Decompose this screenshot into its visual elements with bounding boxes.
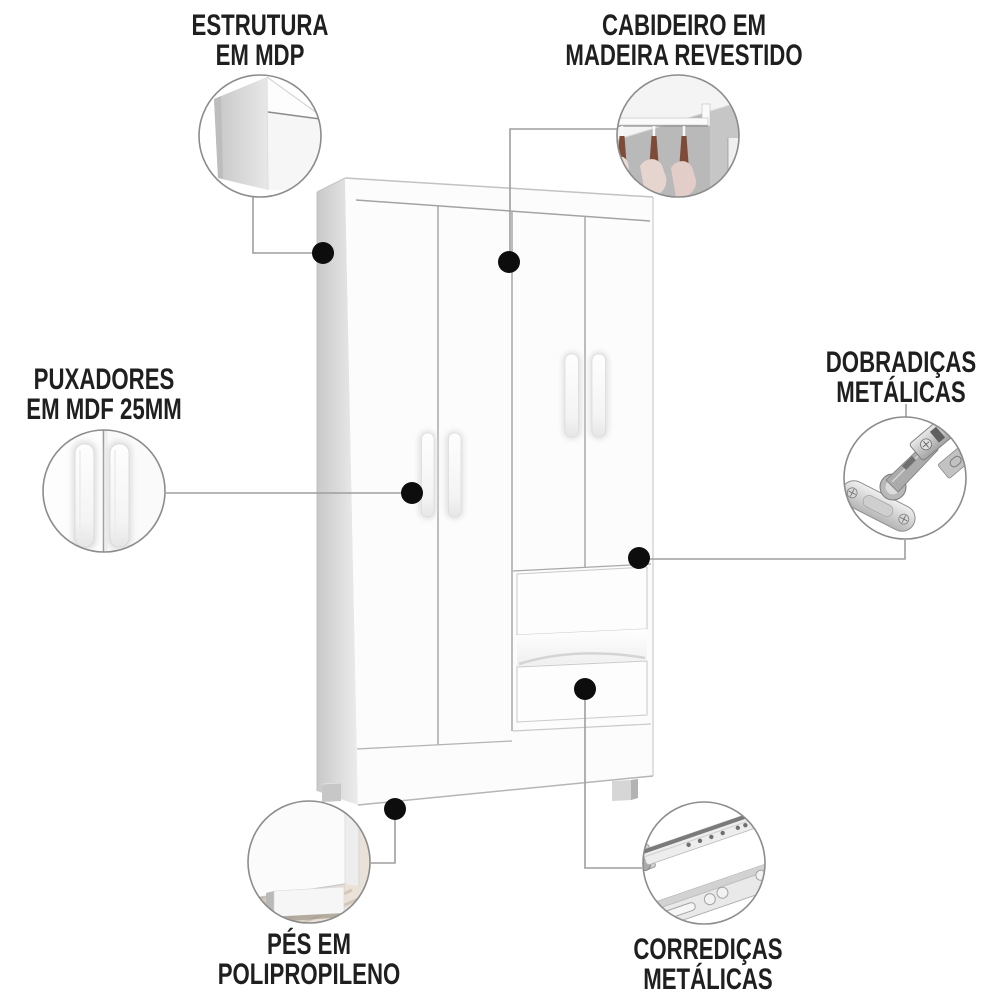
dobradicas-detail-circle [843,416,967,540]
wardrobe-side-panel [317,178,358,805]
callout-dot-dobradicas [628,547,650,569]
callout-connectors [166,128,907,869]
pes-detail-circle [247,800,371,924]
callout-line-estrutura [252,197,323,254]
cabinet-corner-icon [214,76,321,191]
clothes-rail-with-hangers-icon [617,75,739,197]
door-handle-2 [448,432,462,518]
callout-dot-pes [384,798,406,820]
callout-dot-puxadores [401,482,423,504]
callout-dots [312,242,650,820]
door-top-line [355,199,651,222]
wardrobe-foot-left [321,782,342,802]
cabideiro-detail-circle [616,74,740,198]
callout-dot-estrutura [312,242,334,264]
callout-line-dobradicas [645,404,907,560]
door-handle-4 [591,353,606,438]
wardrobe-illustration [316,177,654,806]
estrutura-detail-circle [198,74,322,198]
door-handle-3 [564,353,579,438]
drawer-front-1 [516,566,648,636]
door-handle-1 [421,432,435,518]
plastic-foot-icon [248,801,370,923]
callout-line-corredicas [584,689,642,869]
callout-dot-cabideiro [498,251,520,273]
callout-line-cabideiro [509,128,617,262]
callout-line-pes [371,809,396,864]
puxadores-detail-circle [42,429,166,553]
wardrobe-foot-right [612,779,638,801]
corredicas-detail-circle [642,801,766,925]
callout-dot-corredicas [574,678,596,700]
